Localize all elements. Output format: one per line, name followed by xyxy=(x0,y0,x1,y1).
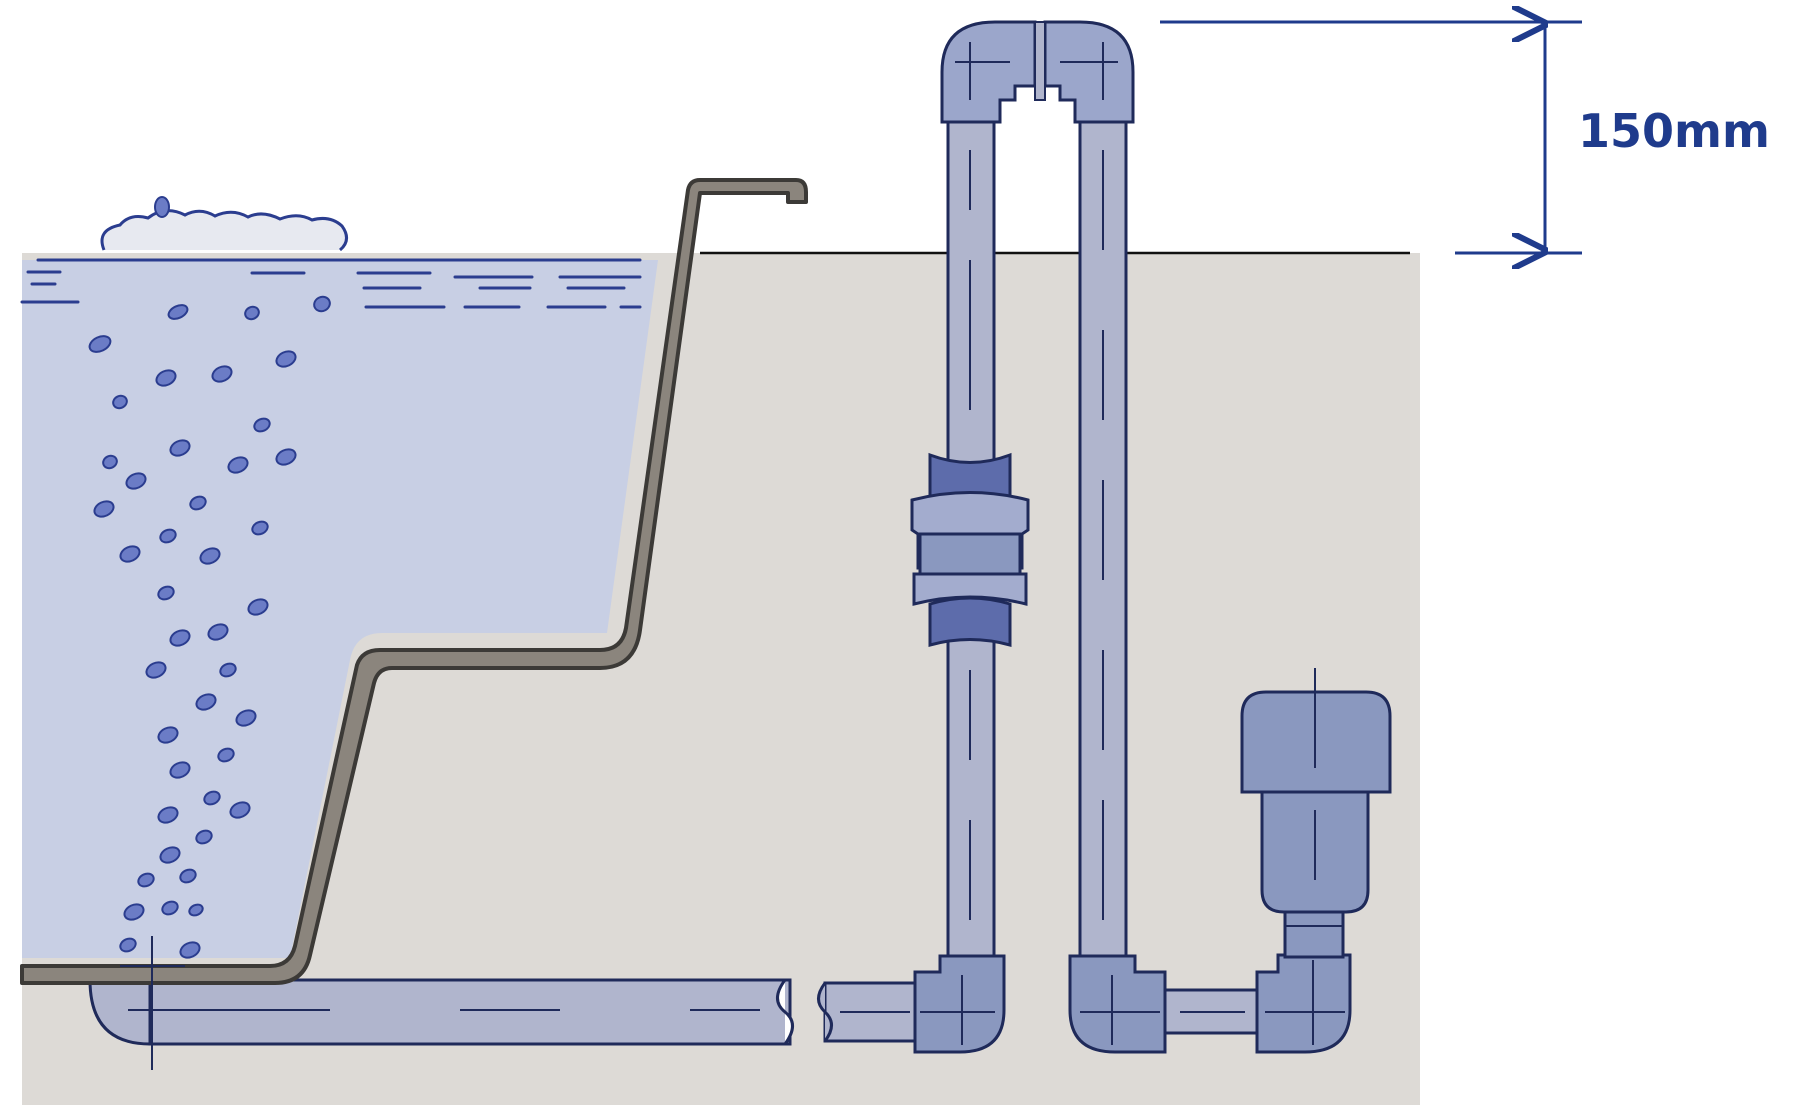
suction-pipe xyxy=(88,978,922,1046)
air-bubble xyxy=(247,598,269,616)
dimension-label: 150mm xyxy=(1578,104,1770,158)
air-bubble xyxy=(161,900,179,916)
air-bubble xyxy=(203,790,221,806)
air-bubble xyxy=(229,801,251,819)
air-bubble xyxy=(169,439,191,457)
air-bubble xyxy=(195,829,213,845)
pool-water xyxy=(22,260,658,958)
air-bubble xyxy=(313,295,331,313)
air-bubble xyxy=(211,365,233,383)
air-bubble xyxy=(219,662,237,678)
bottom-right-elbow xyxy=(1068,954,1167,1054)
air-bubble xyxy=(199,547,221,565)
air-bubble xyxy=(125,472,147,490)
air-bubble xyxy=(169,761,191,779)
air-bubble xyxy=(253,417,271,433)
water-splash xyxy=(100,196,348,252)
air-bubble xyxy=(244,305,260,321)
air-bubble xyxy=(207,623,229,641)
air-bubble xyxy=(123,903,145,921)
air-bubble xyxy=(93,500,115,518)
air-bubble xyxy=(157,585,175,601)
height-dimension: 150mm xyxy=(1160,22,1770,253)
pump-connector-pipe xyxy=(1163,988,1259,1035)
pool-wall xyxy=(20,178,808,985)
air-bubble xyxy=(227,456,249,474)
air-bubble xyxy=(159,846,181,864)
air-bubble xyxy=(157,806,179,824)
air-bubble xyxy=(189,495,207,511)
air-bubble xyxy=(112,394,128,410)
air-bubbles xyxy=(88,295,331,959)
air-bubble xyxy=(167,304,189,320)
top-loop-elbows xyxy=(940,20,1135,124)
water-surface-ripples xyxy=(20,258,642,309)
pipe-union-fitting xyxy=(910,452,1030,647)
air-bubble xyxy=(217,747,235,763)
air-bubble xyxy=(179,868,197,884)
air-bubble xyxy=(145,661,167,679)
air-bubble xyxy=(188,903,204,917)
air-bubble xyxy=(102,454,118,470)
air-bubble xyxy=(119,545,141,563)
air-bubble xyxy=(155,369,177,387)
air-bubble xyxy=(119,937,137,953)
air-bubble xyxy=(159,528,177,544)
air-bubble xyxy=(157,726,179,744)
air-bubble xyxy=(195,693,217,711)
air-bubble xyxy=(235,709,257,727)
bottom-left-elbow xyxy=(913,954,1006,1054)
air-bubble xyxy=(88,335,112,353)
air-bubble xyxy=(137,872,155,888)
air-bubble xyxy=(275,448,297,466)
air-bubble xyxy=(251,520,269,536)
air-bubble xyxy=(179,941,201,959)
return-riser-pipe xyxy=(1078,116,1128,962)
air-bubble xyxy=(169,629,191,647)
pump-unit xyxy=(1240,668,1392,959)
air-bubble xyxy=(275,350,297,368)
